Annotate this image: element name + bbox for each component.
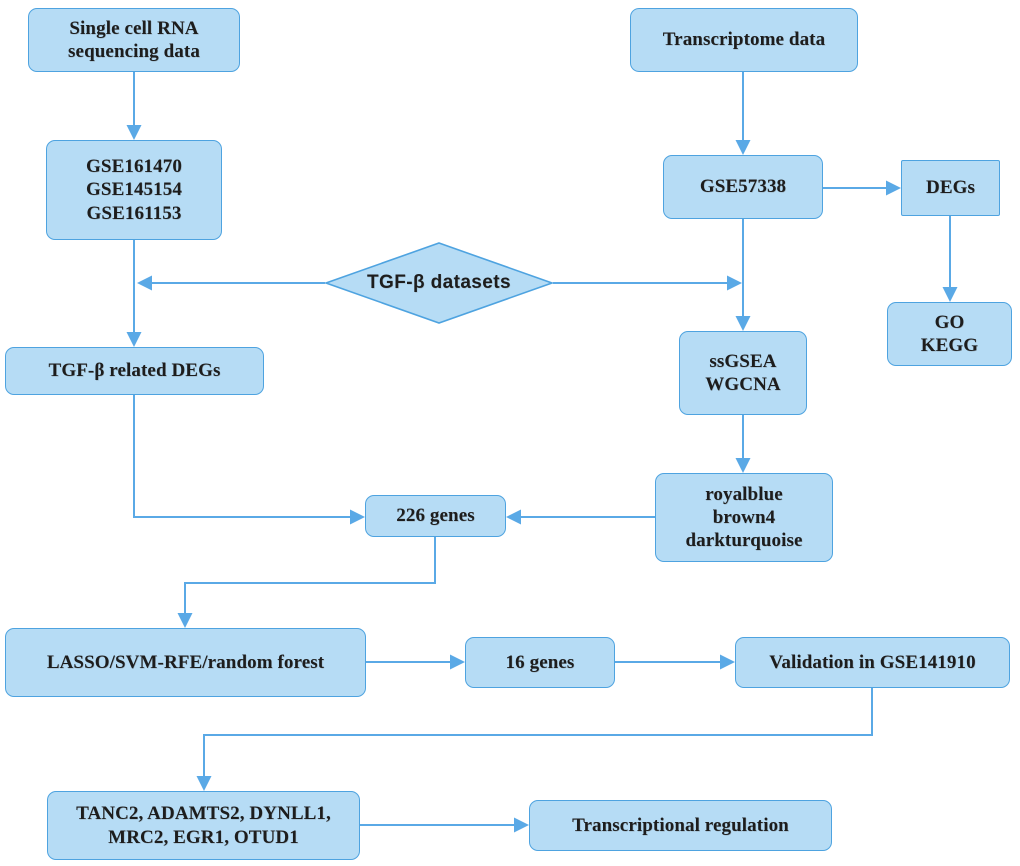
arrowhead <box>735 458 751 473</box>
arrowhead <box>196 776 212 791</box>
node-label-tgf_degs: TGF-β related DEGs <box>48 360 221 382</box>
node-label-tgf_datasets: TGF-β datasets <box>367 272 511 293</box>
node-label-genes16: 16 genes <box>505 651 575 673</box>
arrowhead <box>126 332 142 347</box>
node-label-modules: royalblue brown4 darkturquoise <box>685 483 803 552</box>
node-label-gokegg: GO KEGG <box>920 311 979 356</box>
node-gokegg: GO KEGG <box>887 302 1012 366</box>
node-label-gse_list: GSE161470 GSE145154 GSE161153 <box>86 156 182 224</box>
node-transreg: Transcriptional regulation <box>529 800 832 851</box>
node-label-gse57338: GSE57338 <box>699 176 787 198</box>
node-label-transcriptome: Transcriptome data <box>662 29 826 51</box>
node-modules: royalblue brown4 darkturquoise <box>655 473 833 562</box>
edge-lasso-to-16genes <box>366 654 465 670</box>
arrowhead <box>177 613 193 628</box>
arrowhead <box>126 125 142 140</box>
arrowhead <box>450 654 465 670</box>
node-tgf_datasets: TGF-β datasets <box>325 242 553 324</box>
edge-modules-to-226 <box>506 509 655 525</box>
edge-57338-to-ssgsea <box>735 219 751 331</box>
node-lasso: LASSO/SVM-RFE/random forest <box>5 628 366 697</box>
node-label-transreg: Transcriptional regulation <box>572 814 789 836</box>
node-label-validation: Validation in GSE141910 <box>769 651 976 673</box>
arrowhead <box>735 316 751 331</box>
edge-transcriptome-to-57338 <box>735 72 751 155</box>
node-label-genes226: 226 genes <box>396 505 475 527</box>
node-ssgsea: ssGSEA WGCNA <box>679 331 807 415</box>
node-label-degs: DEGs <box>926 177 975 199</box>
node-label-ssgsea: ssGSEA WGCNA <box>705 350 781 395</box>
arrowhead <box>886 180 901 196</box>
arrowhead <box>735 140 751 155</box>
node-validation: Validation in GSE141910 <box>735 637 1010 688</box>
node-gse_list: GSE161470 GSE145154 GSE161153 <box>46 140 222 240</box>
edge-diamond-to-right <box>553 275 742 291</box>
node-genes226: 226 genes <box>365 495 506 537</box>
node-label-scrna: Single cell RNA sequencing data <box>68 17 200 62</box>
arrowhead <box>942 287 958 302</box>
arrowhead <box>350 509 365 525</box>
edge-ssgsea-to-modules <box>735 415 751 473</box>
diamond-shape <box>325 242 553 324</box>
node-label-lasso: LASSO/SVM-RFE/random forest <box>46 651 325 673</box>
edge-16genes-to-validation <box>615 654 735 670</box>
node-label-hubgenes: TANC2, ADAMTS2, DYNLL1, MRC2, EGR1, OTUD… <box>76 803 331 848</box>
arrowhead <box>514 817 529 833</box>
edge-validation-to-hub <box>196 688 873 791</box>
edge-gse-to-tgfdegs <box>126 240 142 347</box>
node-gse57338: GSE57338 <box>663 155 823 219</box>
node-tgf_degs: TGF-β related DEGs <box>5 347 264 395</box>
node-degs: DEGs <box>901 160 1000 216</box>
node-scrna: Single cell RNA sequencing data <box>28 8 240 72</box>
edge-diamond-to-left <box>137 275 325 291</box>
node-transcriptome: Transcriptome data <box>630 8 858 72</box>
arrowhead <box>720 654 735 670</box>
arrowhead <box>137 275 152 291</box>
arrowhead <box>727 275 742 291</box>
edge-226-to-lasso <box>177 537 436 628</box>
edge-hub-to-transreg <box>360 817 529 833</box>
node-genes16: 16 genes <box>465 637 615 688</box>
edge-tgfdegs-to-226 <box>133 395 365 525</box>
arrowhead <box>506 509 521 525</box>
edge-gse57338-to-degs <box>823 180 901 196</box>
node-hubgenes: TANC2, ADAMTS2, DYNLL1, MRC2, EGR1, OTUD… <box>47 791 360 860</box>
edge-degs-to-gokegg <box>942 216 958 302</box>
edge-scrna-to-gse <box>126 72 142 140</box>
